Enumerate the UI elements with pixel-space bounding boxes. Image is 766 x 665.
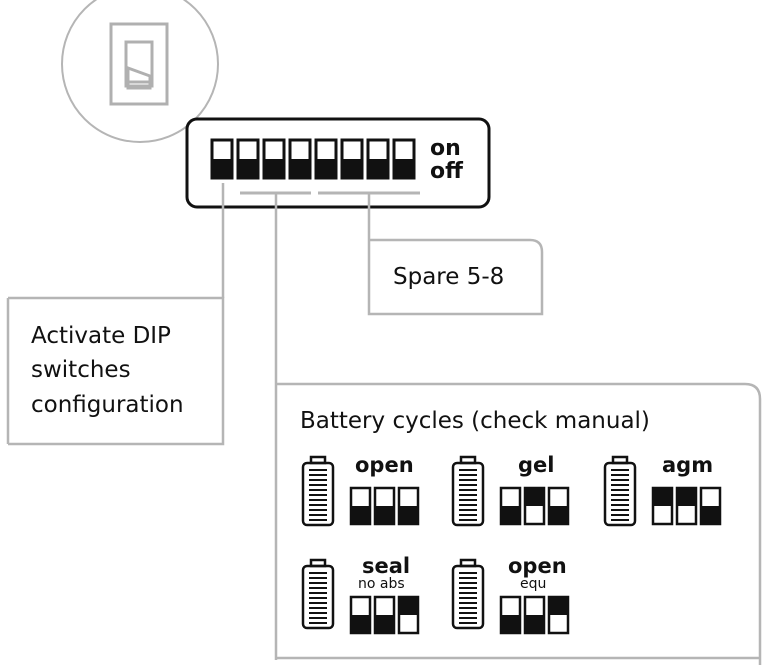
dip-switches	[210, 138, 416, 180]
battery-type-name: open	[508, 554, 567, 578]
battery-icon	[603, 455, 637, 527]
spare-label: Spare 5-8	[393, 264, 505, 290]
activate-label-line-3: configuration	[31, 392, 184, 418]
dip-off-label: off	[430, 159, 463, 184]
battery-type-name: gel	[518, 453, 555, 477]
battery-icon	[301, 558, 335, 630]
battery-type-name: open	[355, 453, 414, 477]
battery-switch-settings	[349, 486, 722, 635]
battery-dip-switch	[651, 486, 674, 526]
activate-label-line-1: Activate DIP	[31, 323, 171, 349]
battery-type-name: seal	[362, 554, 411, 578]
battery-dip-switch	[397, 486, 420, 526]
battery-icon	[451, 558, 485, 630]
battery-dip-switch	[499, 486, 522, 526]
battery-dip-switch	[349, 486, 372, 526]
dip-switch	[366, 138, 390, 180]
battery-panel-title: Battery cycles (check manual)	[300, 408, 650, 434]
battery-dip-switch	[699, 486, 722, 526]
battery-dip-switch	[373, 486, 396, 526]
battery-icon	[451, 455, 485, 527]
battery-dip-switch	[373, 595, 396, 635]
battery-dip-switch	[547, 486, 570, 526]
battery-dip-switch	[349, 595, 372, 635]
battery-dip-switch	[547, 595, 570, 635]
battery-type-name: agm	[662, 453, 714, 477]
dip-switch	[210, 138, 234, 180]
battery-icon	[301, 455, 335, 527]
battery-dip-switch	[499, 595, 522, 635]
dip-switch	[314, 138, 338, 180]
battery-type-sub: equ	[520, 576, 547, 592]
dip-switch	[262, 138, 286, 180]
spare-box	[367, 238, 544, 316]
dip-switch	[236, 138, 260, 180]
dip-switch	[392, 138, 416, 180]
battery-panel	[276, 382, 762, 665]
dip-on-label: on	[430, 136, 461, 161]
battery-icons	[301, 455, 637, 630]
battery-type-sub: no abs	[358, 576, 405, 592]
activate-label-line-2: switches	[31, 357, 131, 383]
dip-switch	[288, 138, 312, 180]
battery-dip-switch	[523, 486, 546, 526]
battery-dip-switch	[675, 486, 698, 526]
dip-switch	[340, 138, 364, 180]
battery-dip-switch	[397, 595, 420, 635]
switch-circle	[61, 0, 219, 143]
toggle-switch-icon	[109, 22, 169, 106]
battery-dip-switch	[523, 595, 546, 635]
activate-box	[8, 296, 225, 446]
